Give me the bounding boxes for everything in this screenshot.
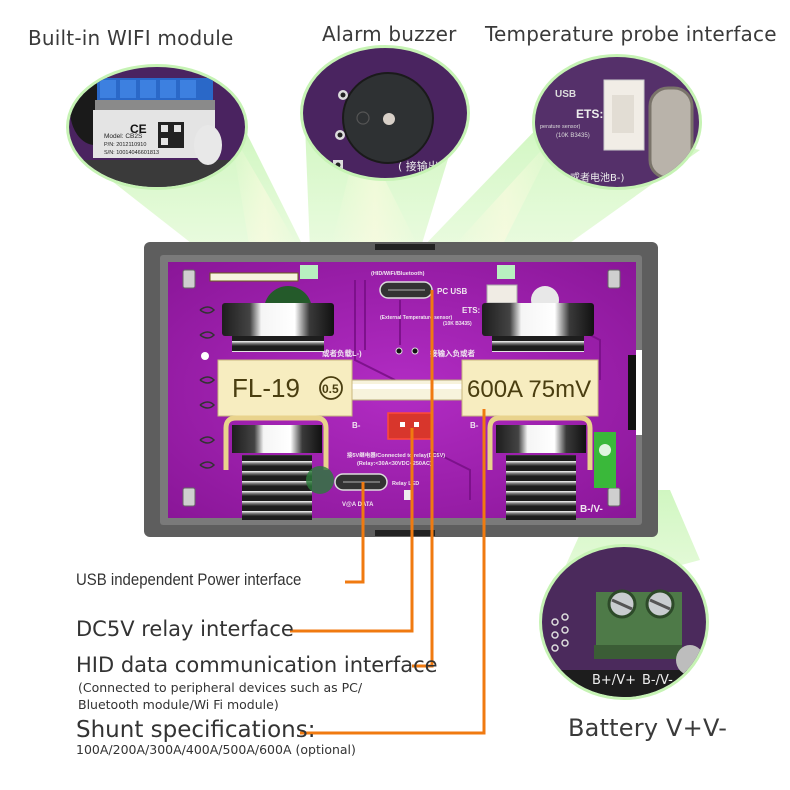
device: (HID/WiFi/Bluetooth) PC USB ETS: (Extern… (144, 242, 658, 537)
crystal-oscillator (648, 86, 694, 180)
callout-title-buzzer: Alarm buzzer (322, 22, 457, 46)
b-minus-left: B- (352, 421, 361, 430)
ce-mark: CE (130, 122, 147, 136)
bolt-nut-top-right (482, 303, 594, 336)
callout-title-battery: Battery V+V- (568, 714, 728, 742)
wifi-pn-text: P/N: 2012110910 (104, 142, 146, 148)
leader-hid (412, 290, 434, 668)
relay-connector (387, 412, 433, 440)
annotation-hid: HID data communication interface (76, 653, 438, 677)
callout-image-wifi: Model: CB2S P/N: 2012110910 S/N: 1001404… (66, 64, 248, 190)
temp-connector (486, 284, 518, 304)
leader-relay (290, 428, 414, 633)
vdata-label: V@A DATA (342, 502, 374, 508)
terminal-label: B-/V- (580, 504, 603, 515)
temp-chinese-text: 或者电池B-) (570, 171, 624, 184)
bracket-right (487, 415, 593, 470)
load-left-label: 或者负载L-) (322, 348, 362, 358)
callout-image-temp-probe: USB ETS: perature sensor) (10K B3435) 或者… (532, 54, 702, 190)
terminal-label-left: B+/V+ (592, 673, 636, 688)
leader-usb-power (345, 482, 365, 584)
wifi-model-text: Model: CB2S (104, 133, 143, 140)
shunt-block-left (217, 359, 353, 417)
wifi-sn-text: S/N: 10014046601813 (104, 150, 159, 156)
callout-title-wifi: Built-in WIFI module (28, 26, 234, 50)
temp-usb-text: USB (555, 89, 576, 100)
callout-image-battery: B+/V+ B-/V- (539, 544, 709, 700)
relay-led-label: Relay LED (392, 481, 419, 487)
ets-desc-label: (External Temperature sensor) (380, 315, 452, 321)
annotation-hid-note-1: (Connected to peripheral devices such as… (78, 680, 363, 695)
relay-caption: 接5V继电器/Connected to relay(DC5V) (347, 451, 445, 459)
bolt-nut-top-left (222, 303, 334, 336)
temp-ets-text: ETS: (576, 107, 603, 121)
battery-terminal (594, 432, 616, 488)
terminal-label-right: B-/V- (642, 673, 673, 688)
bracket-left (223, 415, 329, 470)
annotation-shunt: Shunt specifications: (76, 717, 316, 743)
accuracy-class-circle (319, 376, 343, 400)
relay-spec: (Relay:<30A<30VDC<250AC) (357, 461, 432, 467)
bolt-thread-left (242, 455, 312, 520)
shunt-class: 0.5 (322, 382, 339, 396)
ets-ntc-label: (10K B3435) (443, 321, 472, 327)
annotation-shunt-options: 100A/200A/300A/400A/500A/600A (optional) (76, 742, 356, 757)
annotation-usb-power: USB independent Power interface (76, 570, 302, 589)
shunt-bar (349, 379, 466, 401)
pc-usb-label: PC USB (437, 287, 467, 296)
temp-sensor-text: perature sensor) (540, 124, 581, 130)
annotation-relay: DC5V relay interface (76, 617, 294, 641)
annotation-hid-note-2: Bluetooth module/Wi Fi module) (78, 697, 279, 712)
ets-label: ETS: (462, 306, 480, 315)
bolt-thread-right (506, 455, 576, 520)
b-minus-right: B- (470, 421, 479, 430)
leader-shunt (300, 409, 486, 735)
callout-image-buzzer: ( 接输出负 (300, 45, 470, 181)
shunt-block-right (461, 359, 599, 417)
temp-ntc-text: (10K B3435) (556, 133, 590, 139)
usb-top-caption: (HID/WiFi/Bluetooth) (371, 271, 425, 277)
leader-lines (290, 290, 486, 735)
input-right-label: 接输入负或者 (430, 348, 475, 358)
shunt-model: FL-19 (232, 373, 300, 403)
shunt-rating: 600A 75mV (467, 376, 591, 403)
callout-title-temp-probe: Temperature probe interface (485, 22, 777, 46)
